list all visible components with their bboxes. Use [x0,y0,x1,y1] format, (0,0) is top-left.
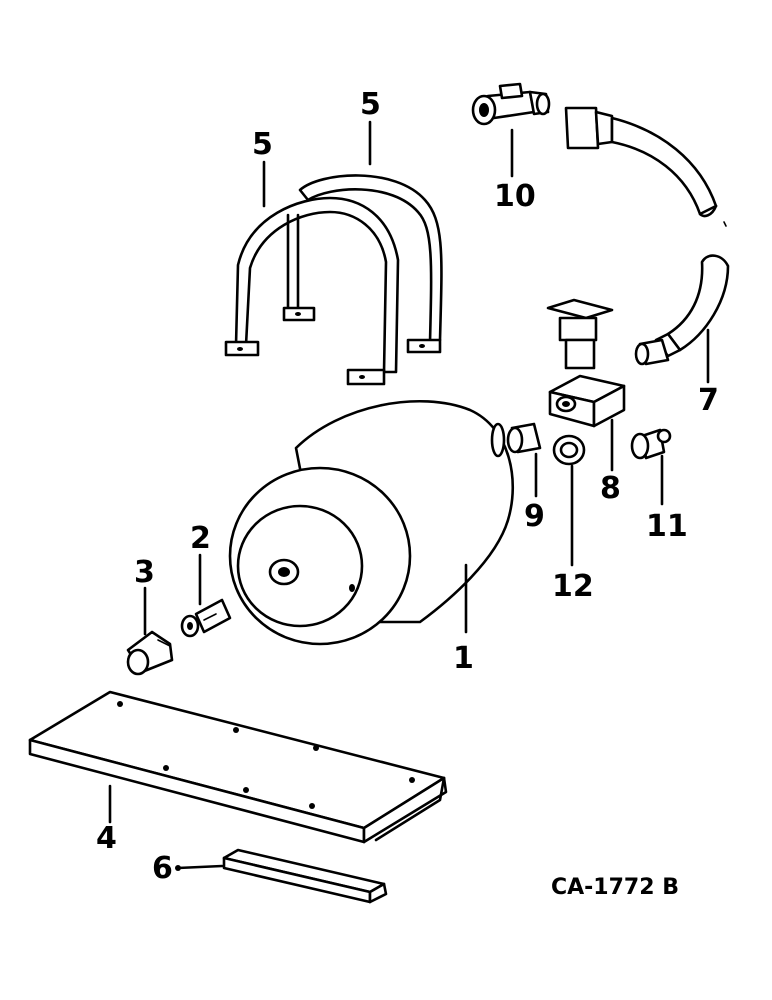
tee-fitting [471,82,551,126]
callout-5-rear-strap: 5 [360,87,381,122]
callout-11: 11 [646,509,688,544]
callout-2: 2 [190,521,211,556]
washer [552,434,586,466]
callout-4: 4 [96,821,117,856]
callout-1: 1 [453,641,474,676]
callout-labels: 1 2 3 4 5 5 6 7 8 9 10 11 12 [96,87,719,886]
plug [630,428,672,460]
air-tank [228,400,515,646]
front-strap [224,196,400,386]
callout-3: 3 [134,555,155,590]
callout-8: 8 [600,471,621,506]
callout-10: 10 [494,179,536,214]
callout-6: 6 [152,851,173,886]
drain-cock [126,630,174,676]
rear-strap [298,174,443,354]
drain-valve [546,298,626,428]
leader-lines [108,120,710,871]
pipe-nipple [506,422,542,454]
angle-bracket [222,848,388,904]
elbow-fitting [180,598,232,638]
hose-assembly [564,106,730,366]
callout-7: 7 [698,383,719,418]
callout-9: 9 [524,499,545,534]
callout-5-front-strap: 5 [252,127,273,162]
callout-12: 12 [552,569,594,604]
drawing-code: CA-1772 B [551,875,679,900]
mounting-plate [28,690,448,844]
